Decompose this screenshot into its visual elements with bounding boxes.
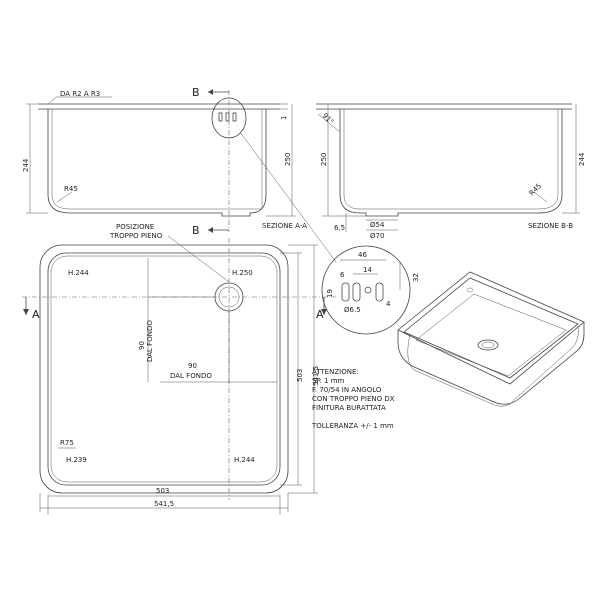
section-bb-outlet-inner: Ø54 (370, 221, 385, 229)
section-aa-caption: SEZIONE A-A (262, 222, 307, 230)
section-aa-cut-label-bottom: B (192, 224, 200, 237)
detail-dim-19: 19 (326, 289, 334, 298)
section-bb-height-left: 250 (320, 153, 328, 166)
plan-width-inner: 503 (156, 487, 169, 495)
section-aa-radius-top: DA R2 A R3 (60, 90, 100, 98)
section-bb-angle: 91° (321, 112, 335, 126)
plan-height-top-left: H.244 (68, 269, 89, 277)
notes-line4: FINITURA BURATTATA (312, 404, 386, 412)
plan-dim-horizontal: 90 (188, 362, 197, 370)
plan-corner-radius: R75 (60, 439, 74, 447)
plan-height-bottom-right: H.244 (234, 456, 255, 464)
overflow-detail: 46 14 6 32 19 4 Ø6.5 (239, 131, 420, 335)
notes-block: ATTENZIONE: SP. 1 mm F. 70/54 IN ANGOLO … (311, 368, 395, 430)
notes-title: ATTENZIONE: (312, 368, 359, 376)
detail-dim-14: 14 (363, 266, 372, 274)
section-aa-thickness: 1 (280, 116, 288, 120)
section-bb-caption: SEZIONE B-B (528, 222, 573, 230)
notes-line2: F. 70/54 IN ANGOLO (312, 386, 382, 394)
detail-dim-6: 6 (340, 271, 345, 279)
notes-tolerance: TOLLERANZA +/- 1 mm (311, 422, 394, 430)
plan-height-outer: 541,5 (312, 366, 320, 386)
plan-dal-fondo-horizontal: DAL FONDO (170, 372, 212, 380)
section-aa-cut-label-top: B (192, 86, 200, 99)
section-aa-height-right: 250 (284, 153, 292, 166)
section-aa: B B DA R2 A R3 244 250 1 R45 SEZIONE A-A (22, 86, 307, 237)
plan-height-top-right: H.250 (232, 269, 253, 277)
plan-width-outer: 541,5 (154, 500, 174, 508)
notes-line3: CON TROPPO PIENO DX (312, 395, 395, 403)
section-aa-radius-bottom: R45 (64, 185, 78, 193)
section-bb-outlet-depth: 6,5 (334, 224, 345, 232)
detail-dim-46: 46 (358, 251, 367, 259)
plan-overflow-line1: POSIZIONE (116, 223, 154, 231)
plan-view: A A POSIZIONE TROPPO PIENO H.244 H.250 H… (22, 223, 336, 515)
plan-overflow-line2: TROPPO PIENO (109, 232, 163, 240)
plan-height-inner: 503 (296, 369, 304, 382)
plan-section-a-right: A (316, 308, 324, 321)
plan-dim-vertical: 90 (138, 341, 146, 350)
section-bb: 250 244 91° R45 6,5 Ø54 Ø70 SEZIONE B-B (316, 103, 586, 240)
notes-line1: SP. 1 mm (312, 377, 345, 385)
section-aa-height-left: 244 (22, 158, 30, 172)
isometric-view (397, 271, 585, 407)
detail-dim-32: 32 (412, 273, 420, 282)
detail-dim-4: 4 (386, 300, 391, 308)
plan-dal-fondo-vertical: DAL FONDO (146, 320, 154, 362)
section-bb-outlet-outer: Ø70 (370, 232, 384, 240)
detail-dim-65: Ø6.5 (344, 306, 361, 314)
section-bb-radius-bottom: R45 (528, 182, 543, 197)
section-bb-height-right: 244 (578, 152, 586, 166)
plan-section-a-left: A (32, 308, 40, 321)
plan-height-bottom-left: H.239 (66, 456, 87, 464)
